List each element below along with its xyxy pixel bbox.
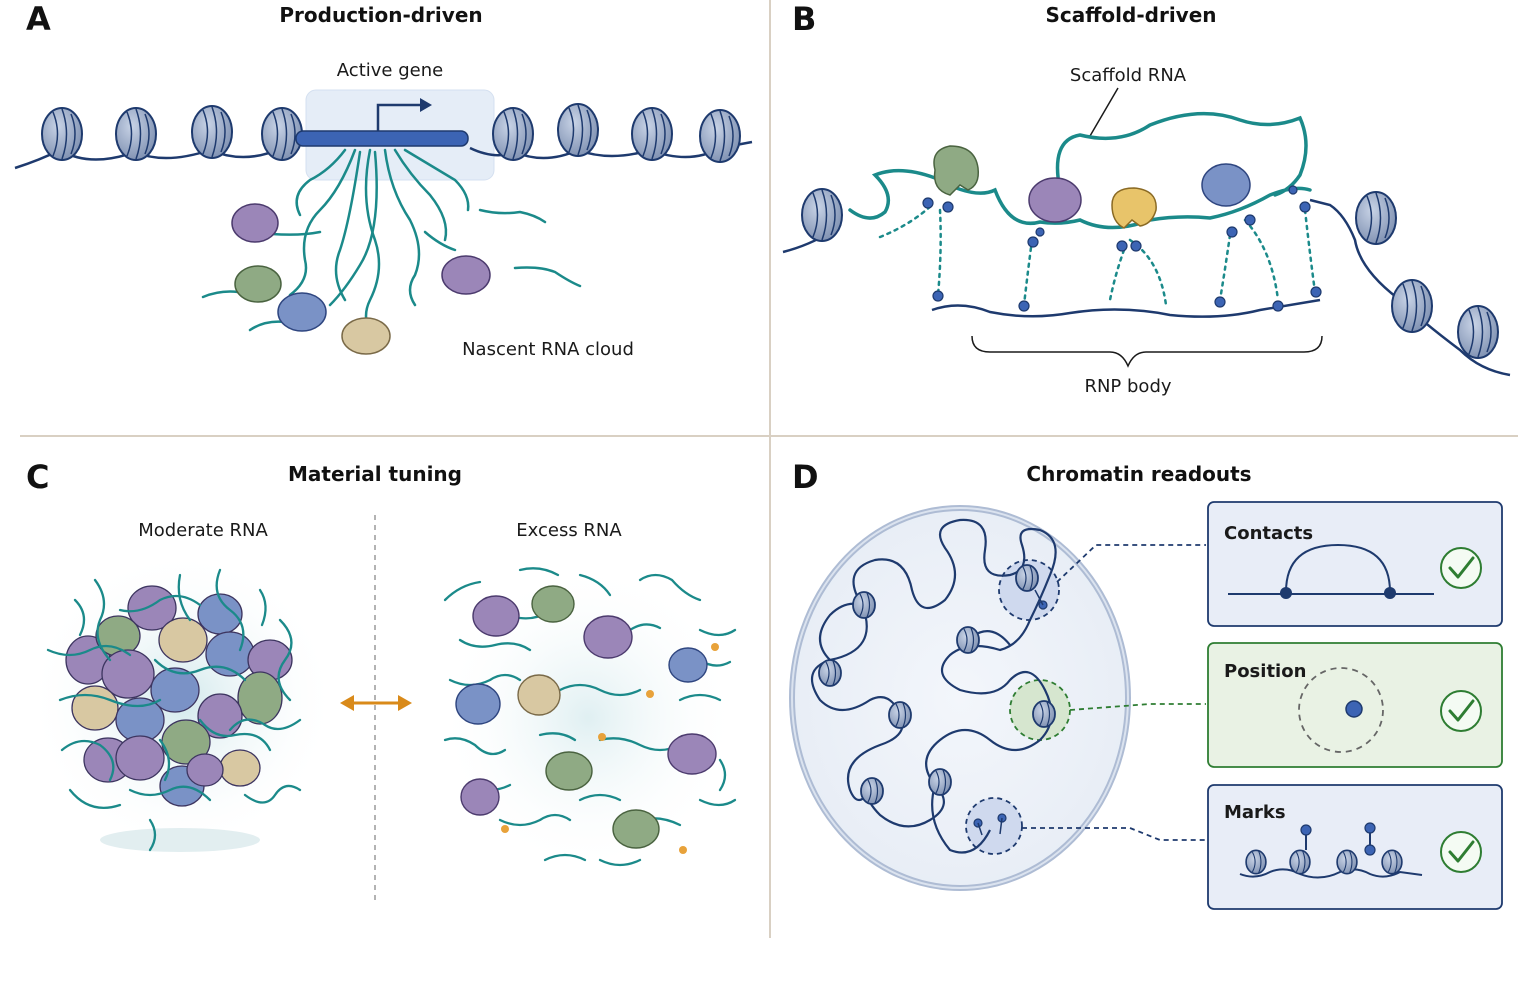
nucleosome	[1457, 305, 1499, 359]
marks-card: Marks	[1207, 784, 1503, 910]
panel-a: A Production-driven Active gene	[14, 0, 753, 360]
check-icon	[1440, 547, 1482, 589]
protein-purple	[231, 203, 279, 243]
protein-purple	[441, 255, 491, 295]
active-gene-bar	[295, 130, 469, 147]
arrow-right-icon	[420, 98, 432, 112]
nucleosome	[928, 768, 952, 796]
excess-rna-label: Excess RNA	[516, 520, 622, 541]
nucleosome	[818, 659, 842, 687]
position-connector	[1069, 703, 1206, 711]
marks-label: Marks	[1224, 802, 1286, 823]
nucleosome	[191, 105, 233, 159]
double-arrow-icon	[340, 695, 412, 711]
moderate-rna-label: Moderate RNA	[138, 520, 268, 541]
check-icon	[1440, 690, 1482, 732]
nucleosome	[631, 107, 673, 161]
check-icon	[1440, 831, 1482, 873]
nucleosome	[1032, 700, 1056, 728]
chromatin-loops	[810, 518, 1057, 854]
panel-c-title: Material tuning	[288, 462, 462, 486]
nucleosome	[699, 109, 741, 163]
nucleus	[789, 505, 1131, 891]
panel-b: B Scaffold-driven Scaffold RNA	[782, 0, 1511, 397]
protein-blue	[1201, 163, 1251, 207]
mark-stems	[977, 589, 1044, 836]
nucleosome	[956, 626, 980, 654]
panel-a-letter: A	[26, 0, 51, 38]
scaffold-pointer-line	[1089, 87, 1119, 137]
panel-d-letter: D	[792, 458, 819, 496]
active-gene-label: Active gene	[337, 60, 443, 81]
protein-green	[234, 265, 282, 303]
nucleosome	[1015, 564, 1039, 592]
nucleosome	[492, 107, 534, 161]
nascent-rna-label: Nascent RNA cloud	[462, 339, 634, 360]
nucleosome	[1391, 279, 1433, 333]
protein-tan	[341, 317, 391, 355]
nucleosome	[115, 107, 157, 161]
contacts-label: Contacts	[1224, 523, 1313, 544]
ions	[501, 643, 719, 854]
chromatin-fiber-body	[931, 298, 1321, 318]
rnp-body-brace	[971, 335, 1323, 368]
position-label: Position	[1224, 661, 1306, 682]
panel-d: D Chromatin readouts Contacts	[789, 458, 1503, 910]
marks-highlight	[965, 797, 1023, 855]
binding-sites	[922, 185, 1322, 312]
nuclear-envelope	[791, 507, 1129, 889]
panel-b-letter: B	[792, 0, 816, 38]
position-card: Position	[1207, 642, 1503, 768]
dispersed-state	[438, 563, 738, 873]
nucleosome	[261, 107, 303, 161]
dense-condensate	[27, 550, 337, 852]
panel-b-title: Scaffold-driven	[1045, 3, 1216, 27]
rnp-body-label: RNP body	[1084, 376, 1171, 397]
nucleosome	[888, 701, 912, 729]
nucleosome	[41, 107, 83, 161]
nucleosome	[852, 591, 876, 619]
panel-a-title: Production-driven	[279, 3, 482, 27]
contacts-connector	[1056, 544, 1206, 583]
contacts-card: Contacts	[1207, 501, 1503, 627]
protein-green	[933, 145, 980, 196]
nucleosome	[860, 777, 884, 805]
nucleosome	[801, 188, 843, 242]
scaffold-rna	[848, 111, 1312, 230]
protein-purple	[1028, 177, 1082, 223]
protein-yellow	[1111, 187, 1157, 229]
protein-blue	[277, 292, 327, 332]
contact-anchors	[973, 600, 1048, 828]
panel-c-letter: C	[26, 458, 49, 496]
panel-c: C Material tuning Moderate RNA Excess RN…	[26, 458, 738, 900]
transcription-start-arrow	[376, 103, 422, 131]
scaffold-rna-label: Scaffold RNA	[1070, 65, 1187, 86]
nascent-rna-strands	[201, 148, 582, 342]
panel-d-title: Chromatin readouts	[1026, 462, 1251, 486]
nucleosome	[557, 103, 599, 157]
marks-connector	[1022, 827, 1206, 841]
nucleosome	[1355, 191, 1397, 245]
